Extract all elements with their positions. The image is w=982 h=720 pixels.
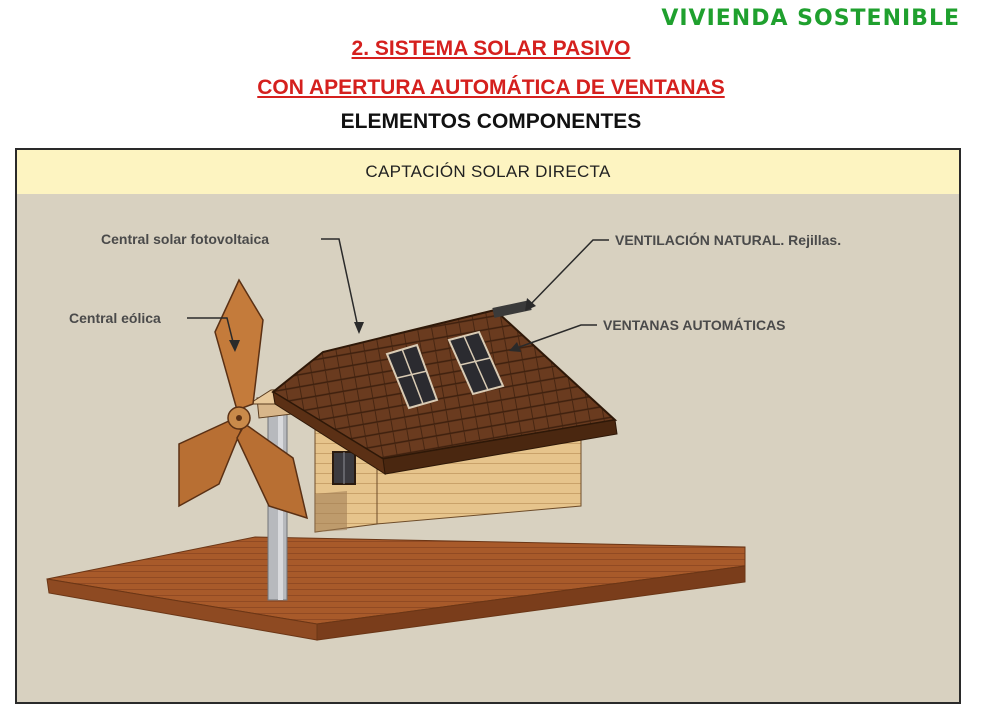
roof-window-2 [447, 330, 505, 396]
label-wind: Central eólica [69, 310, 161, 326]
section-subtitle: CON APERTURA AUTOMÁTICA DE VENTANAS [257, 76, 725, 99]
label-ventilation: VENTILACIÓN NATURAL. Rejillas. [615, 231, 841, 248]
callout-arrowheads [229, 298, 536, 352]
turbine-blade-right [236, 422, 309, 520]
wooden-base [46, 536, 746, 641]
label-windows: VENTANAS AUTOMÁTICAS [603, 317, 786, 333]
roof-window-1 [385, 343, 439, 410]
ridge-vent [492, 300, 532, 318]
diagram-frame: CAPTACIÓN SOLAR DIRECTA [15, 148, 961, 704]
house [271, 300, 618, 533]
brand-title: VIVIENDA SOSTENIBLE [661, 6, 960, 31]
section-title: 2. SISTEMA SOLAR PASIVO [351, 37, 631, 60]
components-heading: ELEMENTOS COMPONENTES [340, 110, 642, 133]
turbine-blade-top [214, 278, 264, 411]
label-photovoltaic: Central solar fotovoltaica [101, 231, 269, 247]
house-diagram: Central solar fotovoltaica Central eólic… [17, 194, 959, 702]
band-label: CAPTACIÓN SOLAR DIRECTA [17, 150, 959, 195]
callout-lines [187, 238, 609, 351]
